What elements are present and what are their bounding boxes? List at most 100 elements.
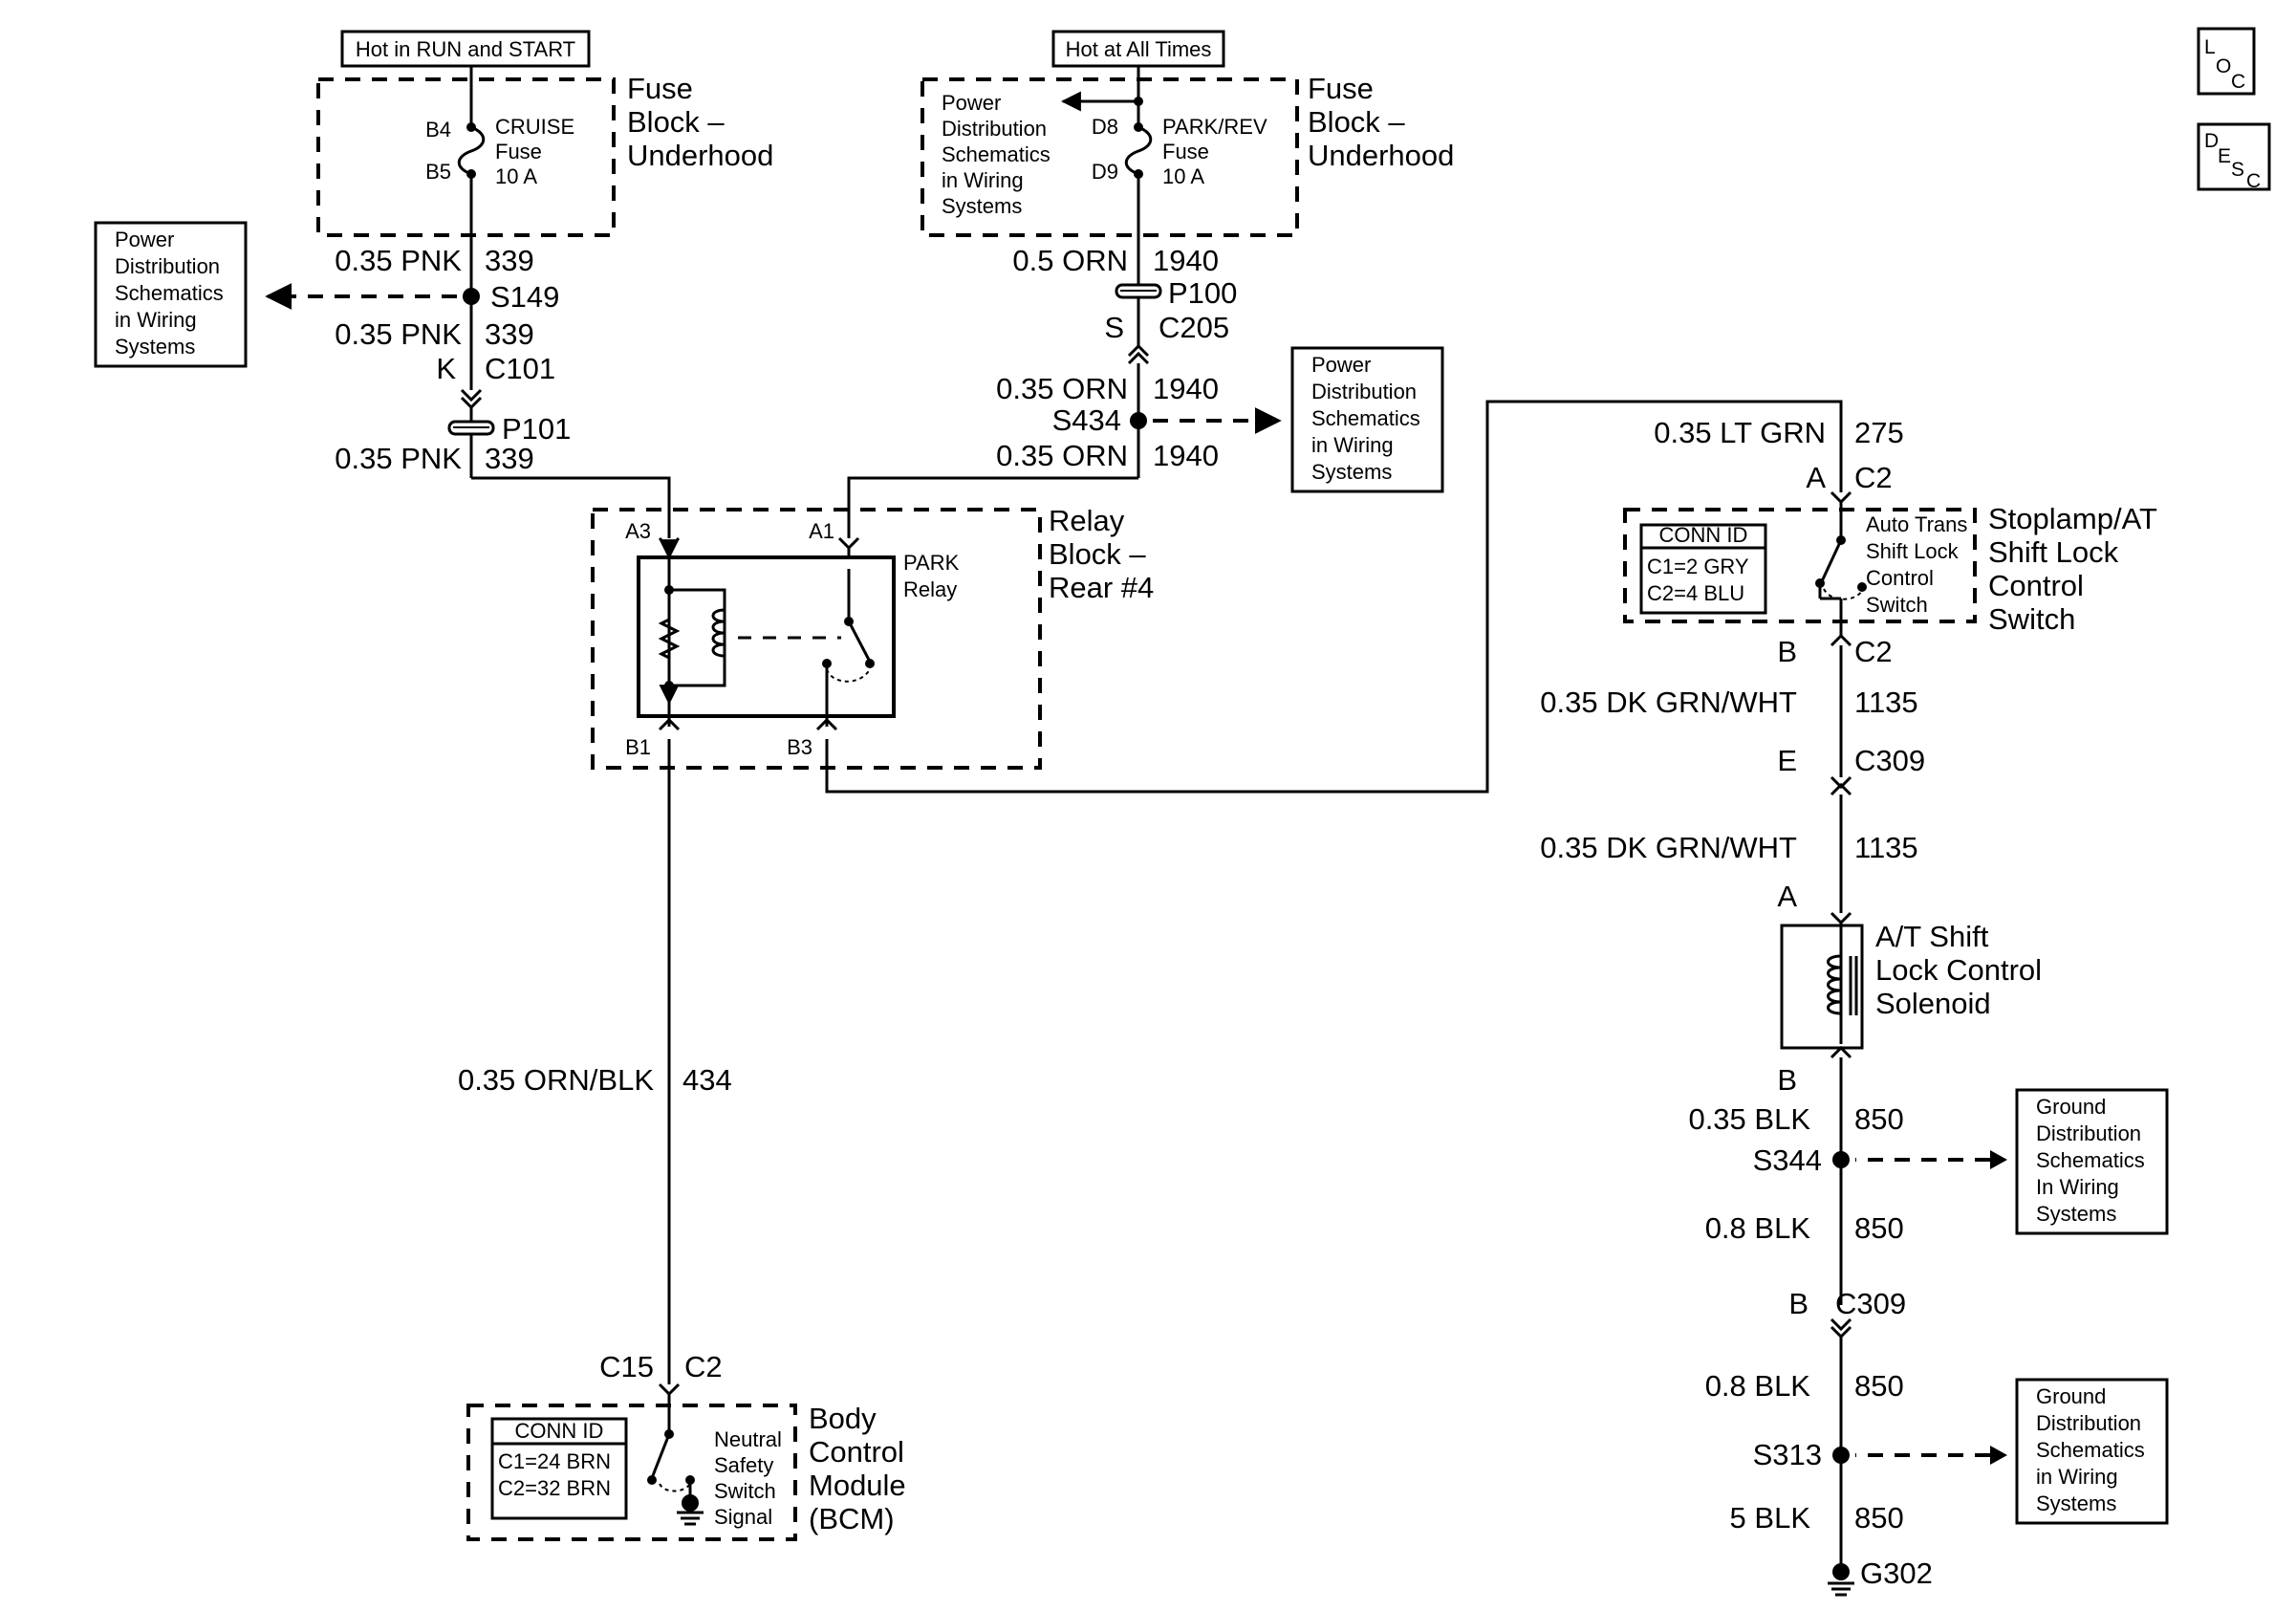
stoplamp-inner-2: Shift Lock [1866, 539, 1960, 563]
fuse2-line-1: PARK/REV [1162, 115, 1267, 139]
power-ref-left-2: Distribution [115, 254, 220, 278]
ground-ref-2-line-3: Schematics [2036, 1438, 2145, 1462]
relay-pin-b3: B3 [787, 735, 812, 759]
w1135a-circuit: 1135 [1854, 686, 1918, 719]
bcm-inner-2: Safety [714, 1453, 773, 1477]
c205-pin: S [1104, 311, 1124, 344]
svg-text:D: D [2204, 130, 2219, 152]
w850a-circuit: 850 [1854, 1102, 1904, 1136]
c309b-connector-symbol [1830, 1317, 1852, 1339]
ground-ref-2-line-4: in Wiring [2036, 1465, 2118, 1489]
relay-switch-contact [847, 620, 872, 663]
c309b-pin: B [1788, 1287, 1809, 1320]
w1940c-circuit: 1940 [1153, 439, 1219, 472]
ground-ref-1-box[interactable] [2015, 1088, 2169, 1235]
svg-text:O: O [2216, 55, 2231, 77]
bcm-pin-c15: C15 [599, 1350, 654, 1383]
w339c-size: 0.35 PNK [335, 442, 462, 475]
w1135b-circuit: 1135 [1854, 831, 1918, 864]
relay-block-name-2: Block – [1049, 537, 1146, 571]
ground-ref-1-line-5: Systems [2036, 1202, 2116, 1226]
w850d-size: 5 BLK [1730, 1501, 1811, 1535]
s344-label: S344 [1753, 1143, 1822, 1177]
c101-pin: K [436, 352, 456, 385]
p100-label: P100 [1168, 276, 1237, 310]
g302-label: G302 [1860, 1557, 1933, 1590]
stoplamp-switch-contact [1820, 539, 1843, 582]
s149-label: S149 [490, 280, 559, 314]
cruise-fuse-symbol [457, 125, 486, 176]
fuse-block-2-name-2: Block – [1308, 105, 1405, 139]
stoplamp-name-4: Switch [1988, 602, 2075, 636]
fuse1-line-1: CRUISE [495, 115, 574, 139]
solenoid-pin-a: A [1777, 880, 1797, 913]
w1940a-circuit: 1940 [1153, 244, 1219, 277]
loc-icon[interactable]: L O C [2197, 27, 2256, 96]
fuse2-line-2: Fuse [1162, 140, 1209, 163]
p101-label: P101 [502, 412, 571, 446]
w275-size: 0.35 LT GRN [1654, 416, 1826, 449]
park-rev-fuse-symbol [1124, 125, 1153, 176]
c205-connector-symbol [1127, 343, 1150, 365]
fuse2-pin-in: D8 [1092, 115, 1118, 139]
s313-label: S313 [1753, 1438, 1822, 1471]
w275-circuit: 275 [1854, 416, 1904, 449]
ground-ref-1-line-2: Distribution [2036, 1121, 2141, 1145]
ground-g302-symbol [1828, 1563, 1854, 1597]
fuse2-pin-out: D9 [1092, 160, 1118, 184]
power-ref-left-box[interactable] [94, 221, 248, 368]
bcm-name-3: Module [809, 1469, 906, 1502]
bcm-conn-id-1: C1=24 BRN [498, 1449, 611, 1473]
fuse-block-2-name-3: Underhood [1308, 139, 1454, 172]
svg-text:C: C [2246, 170, 2261, 192]
c2-bottom-conn: C2 [1854, 635, 1893, 668]
splice-s313 [1832, 1447, 1850, 1464]
w1940b-size: 0.35 ORN [996, 372, 1128, 405]
power-ref-mid-1: Power [1311, 353, 1371, 377]
fuse-block-1 [316, 77, 616, 237]
splice-s434 [1130, 412, 1147, 429]
fuse1-line-2: Fuse [495, 140, 542, 163]
ground-ref-1-line-4: In Wiring [2036, 1175, 2119, 1199]
neutral-safety-switch [650, 1433, 671, 1479]
w434-circuit: 434 [682, 1063, 732, 1097]
svg-text:E: E [2218, 145, 2231, 167]
stoplamp-name-1: Stoplamp/AT [1988, 502, 2157, 535]
bcm-conn-id-box [490, 1417, 628, 1520]
c309b-conn: C309 [1835, 1287, 1906, 1320]
power-ref-mid-4: in Wiring [1311, 433, 1394, 457]
stoplamp-name-2: Shift Lock [1988, 535, 2119, 569]
power-ref-mid-box[interactable] [1290, 346, 1444, 493]
c101-connector-symbol [460, 388, 483, 410]
relay-pin-a3: A3 [625, 519, 651, 543]
solenoid-coil-symbol [1827, 954, 1842, 1015]
fuse1-pin-in: B4 [425, 118, 451, 142]
splice-s149 [463, 288, 480, 305]
relay-block [591, 508, 1042, 770]
w339c-circuit: 339 [485, 442, 534, 475]
fuse2-power-ref-1: Power [942, 91, 1001, 115]
ground-ref-2-line-2: Distribution [2036, 1411, 2141, 1435]
w1940c-size: 0.35 ORN [996, 439, 1128, 472]
bcm-name-2: Control [809, 1435, 904, 1469]
power-ref-left-5: Systems [115, 335, 195, 359]
ground-symbol-bcm [677, 1494, 704, 1526]
shift-lock-solenoid [1780, 924, 1864, 1050]
c309e-conn: C309 [1854, 744, 1925, 777]
stoplamp-conn-id-title: CONN ID [1659, 523, 1748, 547]
ground-ref-2-box[interactable] [2015, 1378, 2169, 1525]
fuse-block-2 [921, 77, 1299, 237]
fuse2-power-ref-2: Distribution [942, 117, 1047, 141]
splice-s344 [1832, 1151, 1850, 1168]
bcm-inner-3: Switch [714, 1479, 776, 1503]
desc-icon[interactable]: D E S C [2197, 122, 2271, 192]
power-ref-mid-3: Schematics [1311, 406, 1420, 430]
w339b-size: 0.35 PNK [335, 317, 462, 351]
fuse2-power-ref-3: Schematics [942, 142, 1051, 166]
c2-bottom-pin: B [1777, 635, 1797, 668]
stoplamp-conn-id-box [1639, 523, 1767, 615]
ground-ref-2-line-1: Ground [2036, 1384, 2106, 1408]
power-ref-mid-2: Distribution [1311, 380, 1417, 403]
bcm-conn-id-title: CONN ID [515, 1419, 604, 1443]
